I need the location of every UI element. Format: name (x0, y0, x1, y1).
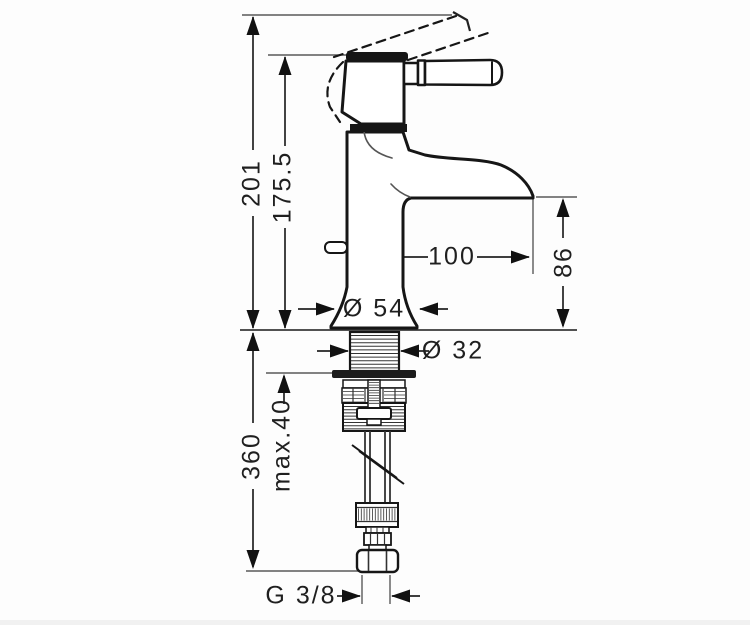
extension-lines (240, 11, 577, 604)
dim-label-shank-diameter: Ø 32 (421, 336, 485, 365)
pop-up-rod-knob (324, 241, 348, 254)
dim-label-below-deck-length: 360 (237, 432, 266, 480)
mounting-hardware (332, 330, 416, 432)
dim-label-spout-height: 175.5 (268, 150, 297, 224)
break-lines (351, 444, 405, 485)
spout-body-outline (329, 130, 535, 330)
lever-handle (423, 58, 504, 87)
dim-label-outlet-height: 86 (549, 246, 578, 278)
connector-hex-nut (355, 548, 400, 574)
faucet-body (324, 52, 535, 330)
dim-label-max-mounting-depth: max.40 (267, 398, 296, 492)
threaded-shank (348, 330, 401, 373)
head-collar (350, 124, 407, 132)
base-flange (332, 370, 416, 378)
dim-label-connection-thread: G 3/8 (265, 581, 337, 610)
supply-hose (351, 431, 405, 574)
t-bolt-stem (366, 418, 382, 426)
t-bolt (356, 407, 392, 420)
head-cap (346, 52, 408, 61)
dim-label-total-height: 201 (237, 159, 266, 207)
image-bottom-edge (0, 620, 750, 625)
dim-label-base-diameter: Ø 54 (342, 294, 406, 323)
handle-raised-outline-dashed (326, 14, 490, 124)
threaded-stud (367, 379, 381, 409)
handle-hub (402, 61, 420, 86)
dim-label-spout-reach: 100 (428, 242, 476, 271)
